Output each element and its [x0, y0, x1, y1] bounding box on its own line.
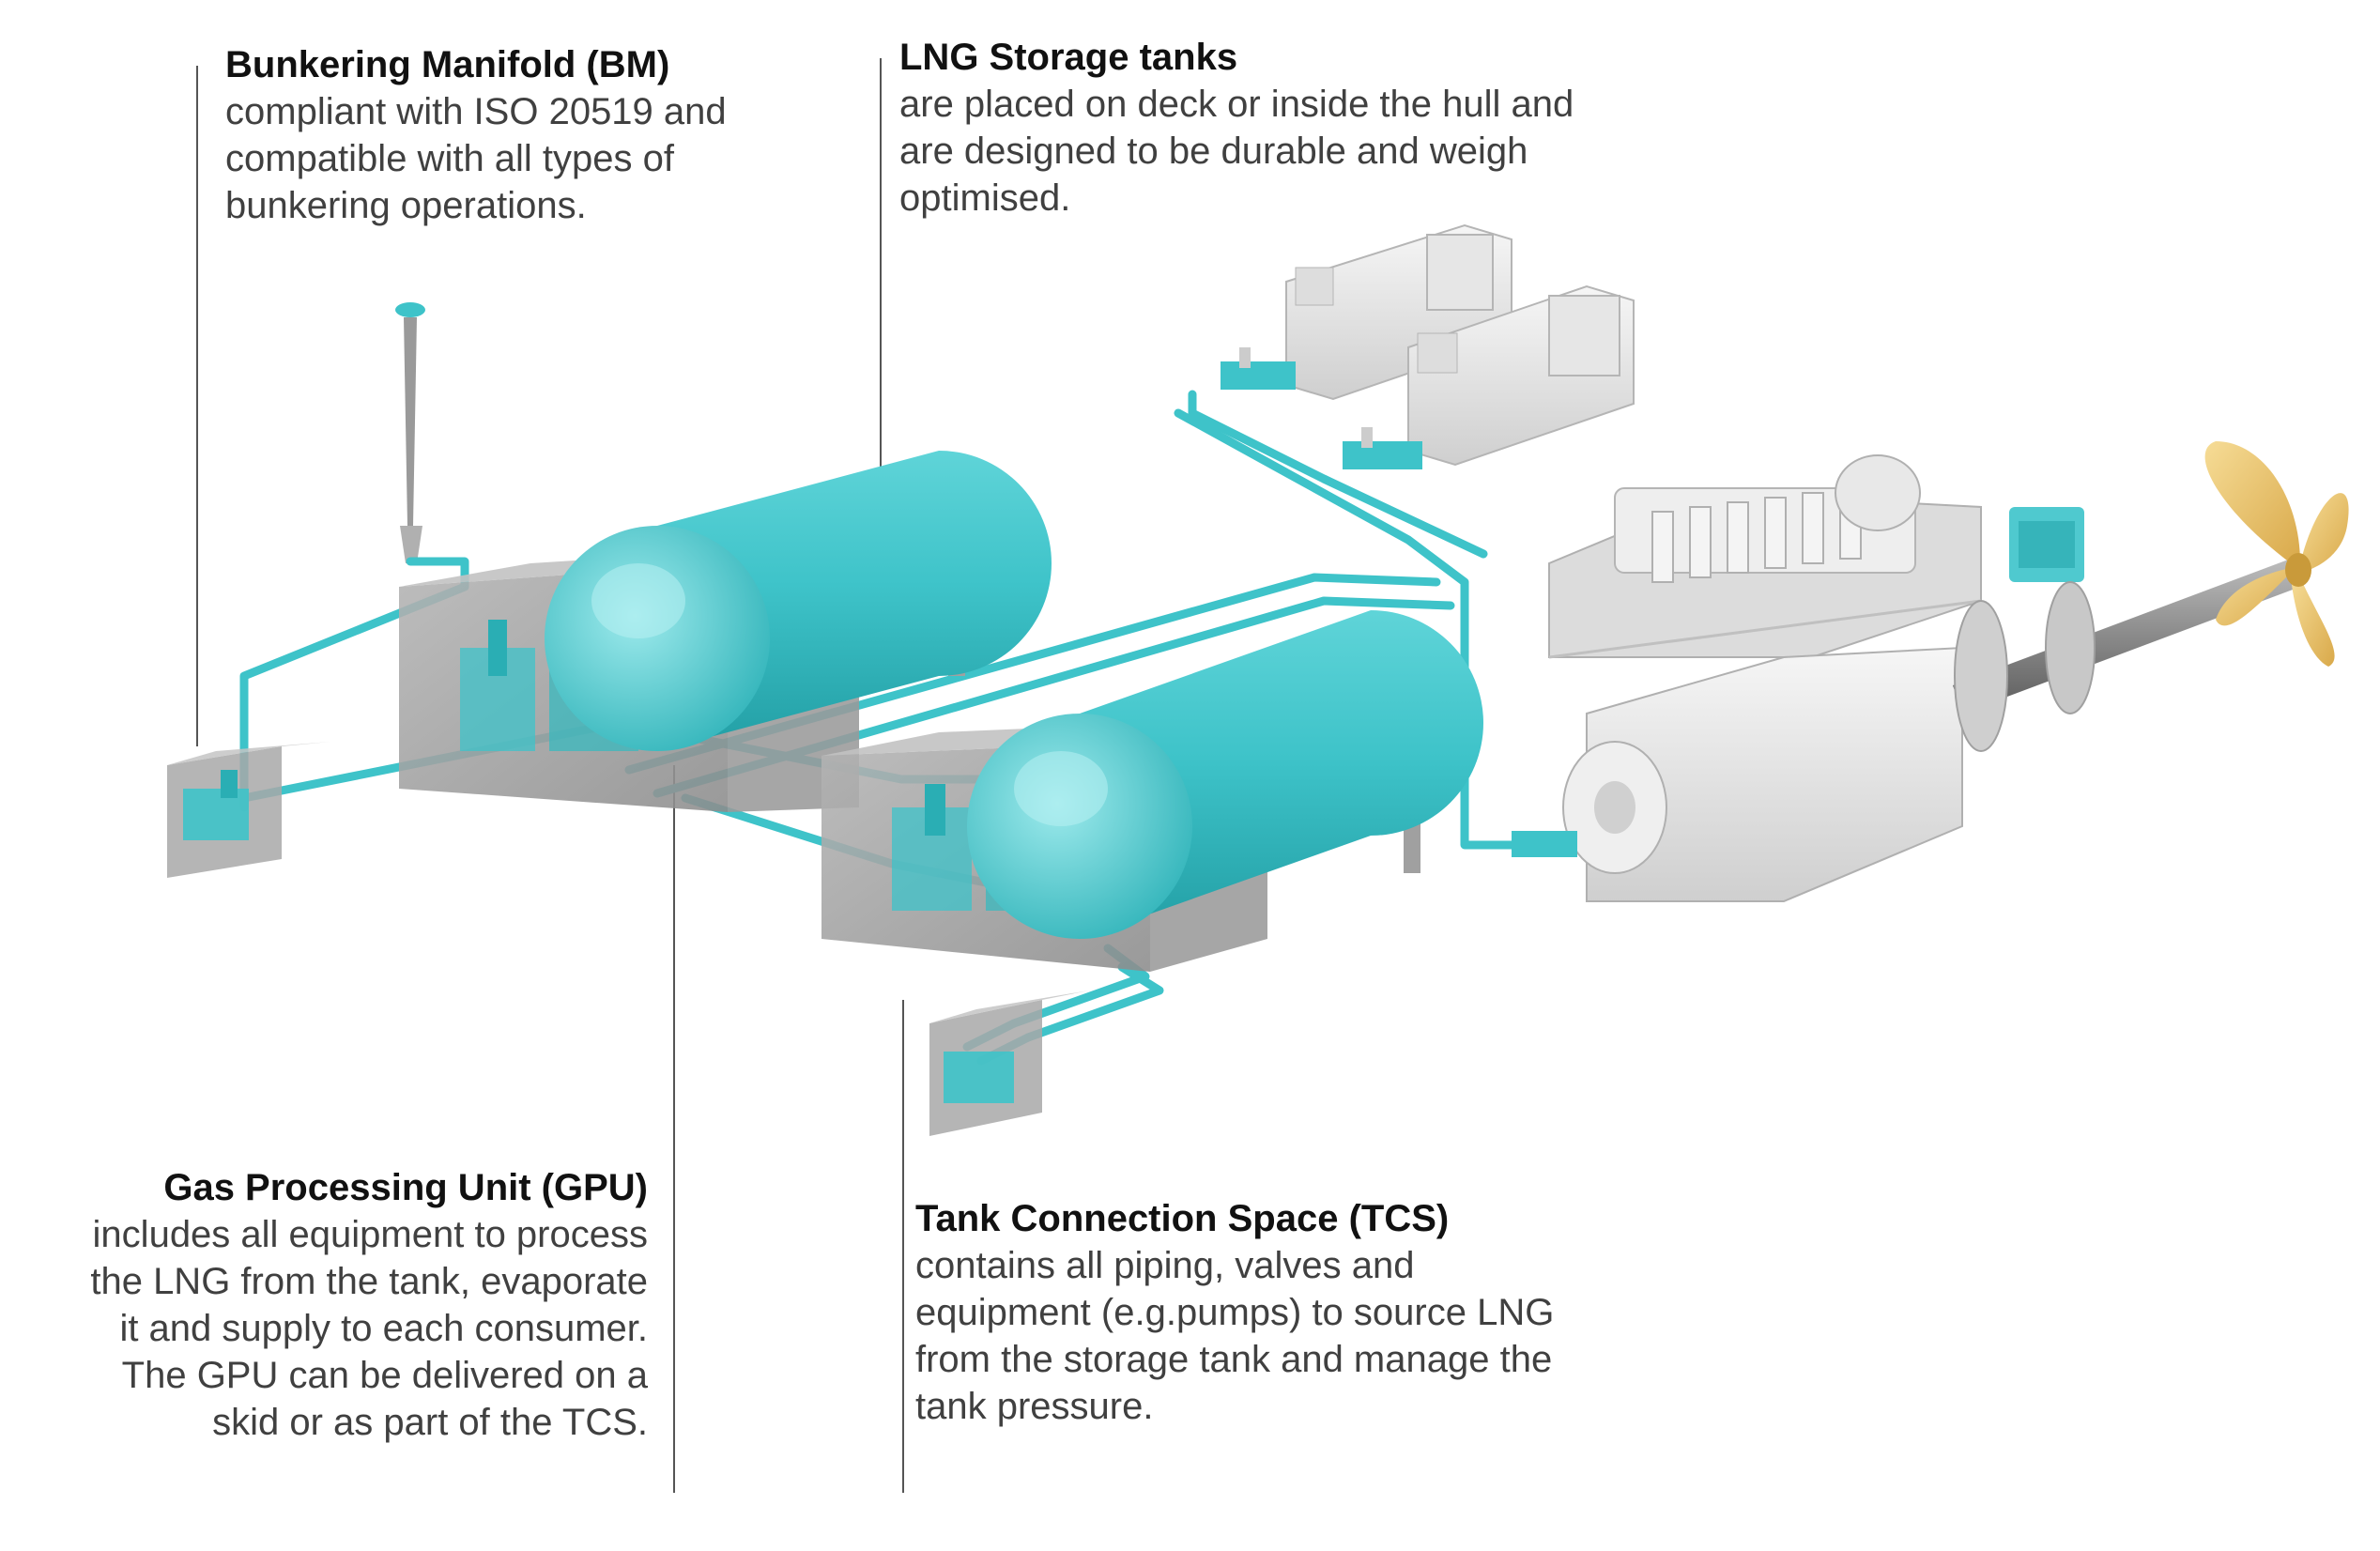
propeller-shaft [1953, 559, 2300, 752]
bunkering-manifold-label: Bunkering Manifold (BM) compliant with I… [225, 41, 883, 229]
lower-tcs-box [929, 990, 1089, 1136]
lng-storage-tanks-label: LNG Storage tanks are placed on deck or … [899, 34, 1726, 222]
lng-storage-tanks-description: are placed on deck or inside the hull an… [899, 84, 1574, 219]
gas-processing-unit-label: Gas Processing Unit (GPU) includes all e… [38, 1164, 648, 1446]
tank-connection-space-title: Tank Connection Space (TCS) [915, 1198, 1450, 1239]
lng-storage-tank-2 [967, 610, 1483, 939]
bunkering-manifold-description: compliant with ISO 20519 and compatible … [225, 91, 727, 226]
shaft-generator [2009, 507, 2084, 582]
gas-processing-unit-title: Gas Processing Unit (GPU) [163, 1167, 648, 1208]
propeller [2204, 441, 2349, 667]
bunkering-manifold-box [167, 742, 330, 878]
bunkering-manifold-title: Bunkering Manifold (BM) [225, 44, 670, 85]
tank-connection-space-description: contains all piping, valves and equipmen… [915, 1245, 1555, 1427]
lng-storage-tank-1 [545, 451, 1052, 751]
lng-storage-tanks-title: LNG Storage tanks [899, 37, 1238, 78]
gas-processing-unit-description: includes all equipment to process the LN… [90, 1214, 648, 1443]
vent-mast [395, 302, 425, 563]
main-engine [1512, 454, 1982, 902]
tank-connection-space-label: Tank Connection Space (TCS) contains all… [915, 1195, 1666, 1430]
genset-2 [1343, 284, 1635, 469]
